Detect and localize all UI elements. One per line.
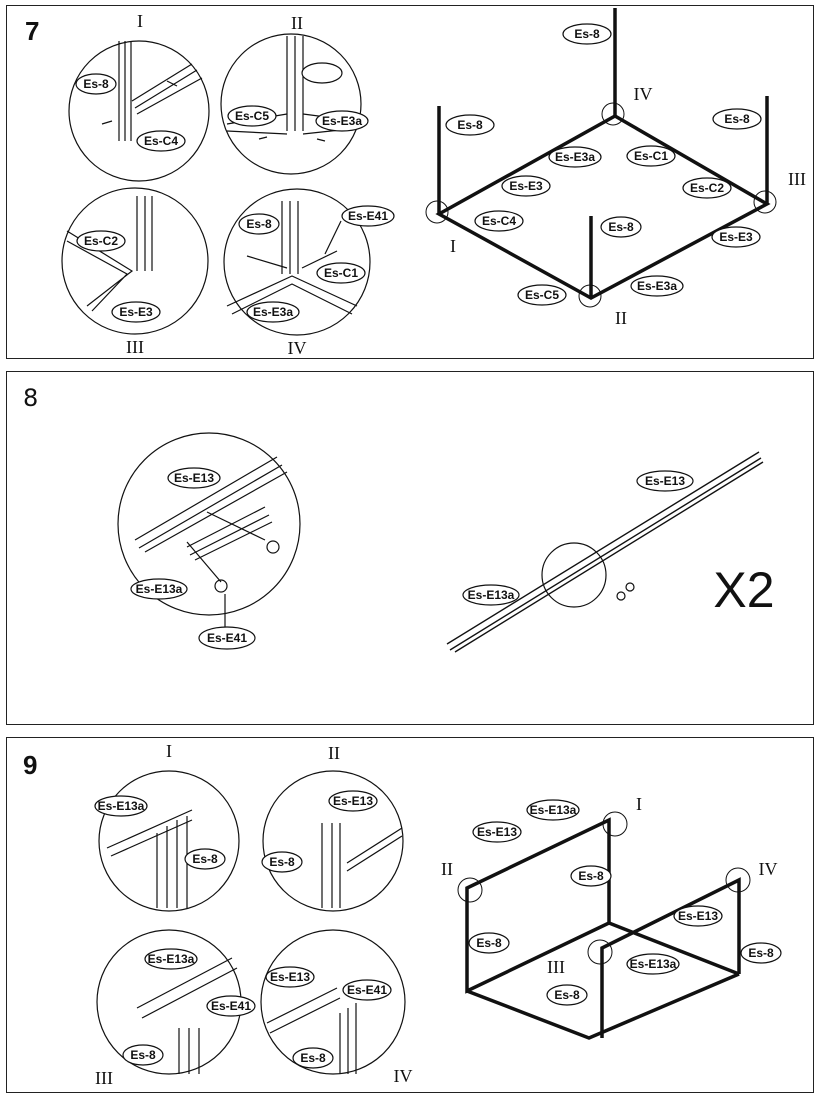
detail-roman: III bbox=[126, 337, 144, 357]
part-label: Es-E13a bbox=[468, 588, 515, 602]
detail-roman: IV bbox=[394, 1066, 413, 1086]
part-label: Es-C5 bbox=[235, 109, 269, 123]
detail-circle-I bbox=[98, 770, 240, 912]
part-label: Es-8 bbox=[457, 118, 483, 132]
step-number: 8 bbox=[23, 384, 39, 412]
part-label: Es-8 bbox=[578, 869, 604, 883]
part-label: Es-8 bbox=[574, 27, 600, 41]
step-9-panel: 9 bbox=[6, 737, 814, 1093]
multiplier: X2 bbox=[713, 562, 774, 618]
part-label: Es-C4 bbox=[144, 134, 178, 148]
step-number: 7 bbox=[25, 16, 40, 46]
detail-circle-II bbox=[220, 33, 362, 175]
detail-circle-I bbox=[68, 40, 210, 182]
corner-roman: I bbox=[450, 236, 456, 256]
part-label: Es-E3 bbox=[719, 230, 753, 244]
part-label: Es-E13 bbox=[477, 825, 517, 839]
part-label: Es-E41 bbox=[207, 631, 247, 645]
part-label: Es-E3 bbox=[509, 179, 543, 193]
detail-circle-IV bbox=[260, 929, 406, 1075]
part-label: Es-E13a bbox=[136, 582, 183, 596]
detail-circle-II bbox=[262, 770, 404, 912]
detail-roman: IV bbox=[288, 338, 307, 358]
part-label: Es-E13a bbox=[148, 952, 195, 966]
step-8-drawing: Es-E13 Es-E13a Es-E41 Es-E13 Es-E13a X2 bbox=[117, 432, 775, 653]
corner-roman: IV bbox=[634, 84, 653, 104]
part-label: Es-E41 bbox=[348, 209, 388, 223]
detail-roman: I bbox=[166, 741, 172, 761]
part-label: Es-E41 bbox=[347, 983, 387, 997]
detail-roman: II bbox=[328, 743, 340, 763]
part-label: Es-8 bbox=[192, 852, 218, 866]
step-7-panel: 7 bbox=[6, 5, 814, 359]
detail-circle-III bbox=[61, 187, 209, 335]
part-label: Es-C1 bbox=[634, 149, 668, 163]
part-label: Es-E3a bbox=[637, 279, 677, 293]
part-label: Es-E3a bbox=[322, 114, 362, 128]
detail-circle-IV bbox=[223, 188, 371, 336]
part-label: Es-E13 bbox=[678, 909, 718, 923]
corner-roman: I bbox=[636, 794, 642, 814]
part-label: Es-8 bbox=[246, 217, 272, 231]
detail-roman: I bbox=[137, 11, 143, 31]
step-8-panel: 8 Es-E13 Es-E13a Es-E41 Es-E13 Es-E13a X… bbox=[6, 371, 814, 725]
step-number: 9 bbox=[23, 750, 38, 780]
corner-roman: III bbox=[788, 169, 806, 189]
part-label: Es-E13a bbox=[530, 803, 577, 817]
step-9-drawing: I II III IV Es-E13a Es-8 Es-E13 Es-8 Es-… bbox=[94, 741, 782, 1088]
part-label: Es-8 bbox=[83, 77, 109, 91]
part-label: Es-C2 bbox=[690, 181, 724, 195]
detail-roman: III bbox=[95, 1068, 113, 1088]
corner-roman: II bbox=[441, 859, 453, 879]
part-label: Es-C5 bbox=[525, 288, 559, 302]
part-label: Es-8 bbox=[554, 988, 580, 1002]
detail-roman: II bbox=[291, 13, 303, 33]
part-label: Es-C1 bbox=[324, 266, 358, 280]
part-label: Es-E13 bbox=[333, 794, 373, 808]
zoom-circle bbox=[541, 542, 607, 608]
step-7-drawing: Es-8 Es-C4 Es-C5 Es-E3a Es-C2 Es-E3 Es-8… bbox=[61, 8, 806, 358]
part-label: Es-8 bbox=[300, 1051, 326, 1065]
part-label: Es-E13 bbox=[645, 474, 685, 488]
part-label: Es-8 bbox=[748, 946, 774, 960]
part-label: Es-8 bbox=[724, 112, 750, 126]
part-label: Es-C2 bbox=[84, 234, 118, 248]
part-label: Es-E41 bbox=[211, 999, 251, 1013]
part-label: Es-8 bbox=[608, 220, 634, 234]
part-label: Es-8 bbox=[476, 936, 502, 950]
part-label: Es-8 bbox=[269, 855, 295, 869]
part-label: Es-E13 bbox=[270, 970, 310, 984]
part-label: Es-E13 bbox=[174, 471, 214, 485]
corner-roman: III bbox=[547, 957, 565, 977]
detail-circle bbox=[117, 432, 301, 616]
corner-roman: IV bbox=[759, 859, 778, 879]
part-label: Es-E3a bbox=[253, 305, 293, 319]
part-label: Es-8 bbox=[130, 1048, 156, 1062]
part-label: Es-E13a bbox=[98, 799, 145, 813]
part-label: Es-C4 bbox=[482, 214, 516, 228]
corner-roman: II bbox=[615, 308, 627, 328]
part-label: Es-E13a bbox=[630, 957, 677, 971]
part-label: Es-E3a bbox=[555, 150, 595, 164]
part-label: Es-E3 bbox=[119, 305, 153, 319]
